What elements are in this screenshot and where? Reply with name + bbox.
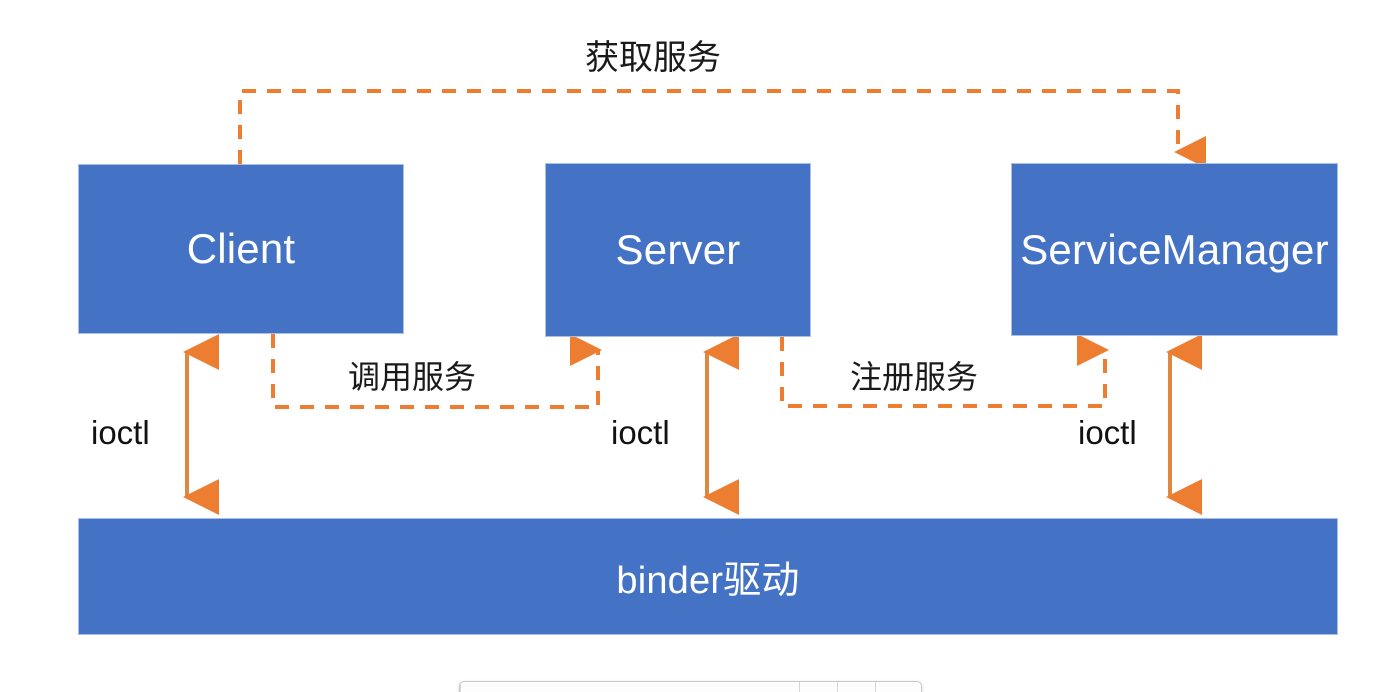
edge-get-service	[238, 89, 1206, 168]
node-client-label: Client	[186, 225, 296, 272]
toolbar-segment-3[interactable]	[875, 682, 921, 692]
node-server[interactable]: Server	[545, 163, 811, 337]
toolbar-main-region[interactable]	[460, 682, 799, 692]
toolbar-segment-2[interactable]	[837, 682, 875, 692]
label-ioctl-client: ioctl	[91, 414, 150, 451]
node-server-label: Server	[615, 226, 741, 273]
label-call-service: 调用服务	[348, 359, 477, 395]
label-get-service: 获取服务	[585, 39, 721, 77]
node-service-manager-label: ServiceManager	[1020, 225, 1329, 273]
floating-toolbar[interactable]	[459, 681, 922, 692]
node-client[interactable]: Client	[78, 164, 404, 334]
node-binder-driver-label: binder驱动	[616, 560, 800, 602]
node-service-manager[interactable]: ServiceManager	[1011, 163, 1338, 336]
toolbar-segment-1[interactable]	[799, 682, 837, 692]
node-binder-driver[interactable]: binder驱动	[78, 518, 1338, 635]
label-ioctl-server: ioctl	[611, 414, 670, 451]
label-ioctl-service-manager: ioctl	[1078, 414, 1137, 451]
label-register-service: 注册服务	[850, 359, 979, 395]
